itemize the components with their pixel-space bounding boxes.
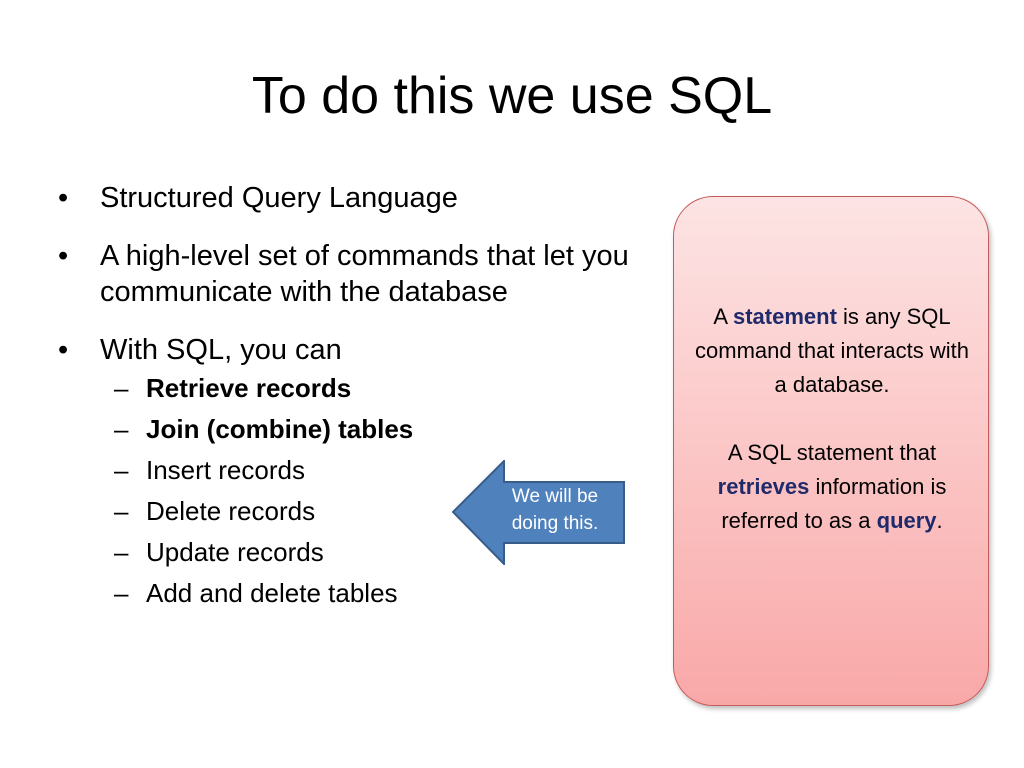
- bullet-item: • Structured Query Language: [58, 180, 658, 216]
- bullet-marker: •: [58, 334, 69, 366]
- callout-line: doing this.: [511, 513, 599, 534]
- sub-item-text: Delete records: [146, 496, 316, 526]
- sub-item-text: Join (combine) tables: [146, 414, 414, 444]
- slide-title: To do this we use SQL: [251, 67, 773, 125]
- sub-item-insert-records: – Insert records: [100, 450, 658, 491]
- emphasis-statement: statement: [732, 304, 837, 329]
- left-arrow-callout-icon: [452, 460, 625, 565]
- sub-item-update-records: – Update records: [100, 532, 658, 573]
- bullet-marker: •: [58, 182, 69, 214]
- sub-item-add-delete-tables: – Add and delete tables: [100, 573, 658, 614]
- dash-marker: –: [114, 455, 129, 485]
- definition-text: A statement is any SQL command that inte…: [674, 300, 990, 572]
- callout-text: We will be doing this.: [490, 483, 620, 537]
- dash-marker: –: [114, 373, 129, 403]
- dash-marker: –: [114, 537, 129, 567]
- sub-item-delete-records: – Delete records: [100, 491, 658, 532]
- emphasis-query: query: [876, 508, 937, 533]
- text-run: is any SQL command that interacts with a…: [695, 304, 969, 397]
- dash-marker: –: [114, 578, 129, 608]
- emphasis-retrieves: retrieves: [717, 474, 810, 499]
- text-run: A SQL statement that: [727, 440, 937, 465]
- sub-item-text: Insert records: [146, 455, 305, 485]
- text-run: .: [936, 508, 943, 533]
- bullet-marker: •: [58, 240, 69, 272]
- query-definition: A SQL statement that retrieves informati…: [674, 436, 990, 538]
- dash-marker: –: [114, 414, 129, 444]
- left-arrow-callout-shape: [452, 460, 625, 565]
- bullet-item: • With SQL, you can – Retrieve records –…: [58, 332, 658, 614]
- sub-item-text: Retrieve records: [146, 373, 352, 403]
- definition-box: A statement is any SQL command that inte…: [673, 196, 989, 706]
- sub-item-text: Update records: [146, 537, 324, 567]
- text-run: A: [713, 304, 733, 329]
- text-run: information is referred to as a: [721, 474, 947, 533]
- bullet-list: • Structured Query Language • A high-lev…: [58, 180, 658, 636]
- callout-line: We will be: [511, 486, 599, 507]
- sub-item-join-tables: – Join (combine) tables: [100, 409, 658, 450]
- bullet-text: Structured Query Language: [100, 182, 458, 214]
- dash-marker: –: [114, 496, 129, 526]
- bullet-text: A high-level set of commands that let yo…: [100, 240, 629, 308]
- sub-bullet-list: – Retrieve records – Join (combine) tabl…: [100, 368, 658, 614]
- bullet-text: With SQL, you can: [100, 334, 342, 366]
- statement-definition: A statement is any SQL command that inte…: [674, 300, 990, 402]
- bullet-item: • A high-level set of commands that let …: [58, 238, 658, 310]
- sub-item-text: Add and delete tables: [146, 578, 398, 608]
- sub-item-retrieve-records: – Retrieve records: [100, 368, 658, 409]
